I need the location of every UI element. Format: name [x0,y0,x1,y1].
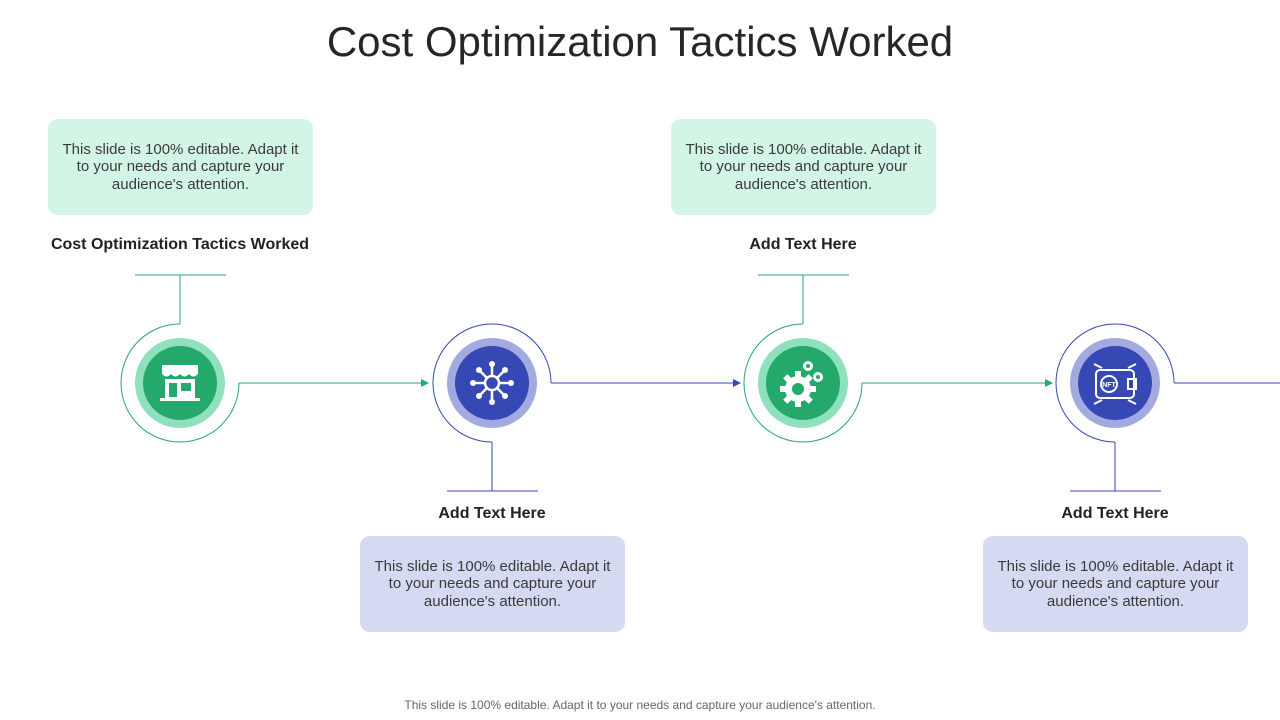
step-1-label: Cost Optimization Tactics Worked [50,236,310,253]
step-1-description: This slide is 100% editable. Adapt it to… [48,119,313,215]
step-2-description: This slide is 100% editable. Adapt it to… [360,536,625,632]
step-1-node [135,338,225,428]
step-3-node [758,338,848,428]
slide-title: Cost Optimization Tactics Worked [326,18,954,65]
store-icon [160,365,200,401]
step-4-label: Add Text Here [1061,505,1169,522]
nft-icon-text: NFT [1102,382,1116,389]
footer-note: This slide is 100% editable. Adapt it to… [404,698,876,712]
step-3-description: This slide is 100% editable. Adapt it to… [671,119,936,215]
nft-wallet-icon [1093,363,1137,405]
step-2-label: Add Text Here [438,505,546,522]
step-1-connectors [120,274,429,443]
step-3-label: Add Text Here [749,236,857,253]
step-4-connectors [1055,323,1280,492]
step-4-description: This slide is 100% editable. Adapt it to… [983,536,1248,632]
network-hub-icon [475,366,509,400]
step-4-node: NFT [1070,338,1160,428]
step-2-connectors [432,323,741,492]
step-2-node [447,338,537,428]
step-3-connectors [743,274,1053,443]
gears-icon [780,361,823,407]
